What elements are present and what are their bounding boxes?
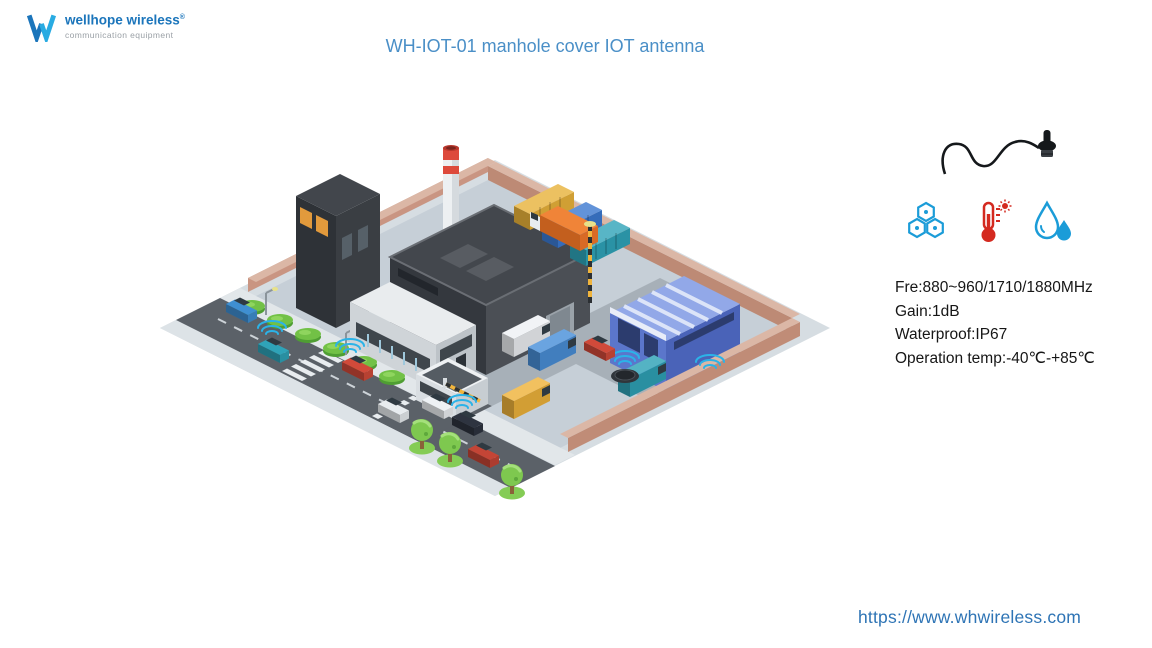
registered-mark: ® xyxy=(179,14,185,21)
logo-text: wellhope wireless® communication equipme… xyxy=(65,10,185,40)
company-logo: wellhope wireless® communication equipme… xyxy=(26,10,185,42)
spec-line-operation-temp: Operation temp:-40℃-+85℃ xyxy=(895,349,1095,367)
antenna-stub xyxy=(1043,130,1051,144)
manhole-antenna-signal xyxy=(610,350,640,383)
brick-wall-front xyxy=(560,318,800,452)
antenna-product-photo xyxy=(941,130,1056,175)
dark-tower-building xyxy=(296,174,380,328)
chimney xyxy=(443,145,459,230)
logo-name: wellhope wireless® xyxy=(65,12,185,28)
spec-line-gain: Gain:1dB xyxy=(895,302,960,320)
thermometer-icon xyxy=(981,199,1012,242)
logo-tagline: communication equipment xyxy=(65,29,174,40)
page-title: WH-IOT-01 manhole cover IOT antenna xyxy=(385,36,705,56)
hexagon-network-icon xyxy=(908,201,944,239)
wellhope-w-logo-icon xyxy=(26,14,57,42)
waterproof-drops-icon xyxy=(1034,200,1071,241)
feature-icon-row xyxy=(902,198,1076,246)
office-annex xyxy=(350,282,476,390)
light-mast xyxy=(584,221,596,303)
spec-line-waterproof: Waterproof:IP67 xyxy=(895,326,1008,343)
website-link[interactable]: https://www.whwireless.com xyxy=(858,607,1082,627)
spec-line-frequency: Fre:880~960/1710/1880MHz xyxy=(895,279,1093,296)
orange-truck xyxy=(530,206,598,251)
warehouse-building xyxy=(610,276,740,397)
spec-list: Fre:880~960/1710/1880MHz Gain:1dB Waterp… xyxy=(895,276,1095,370)
isometric-factory-illustration xyxy=(160,145,830,501)
